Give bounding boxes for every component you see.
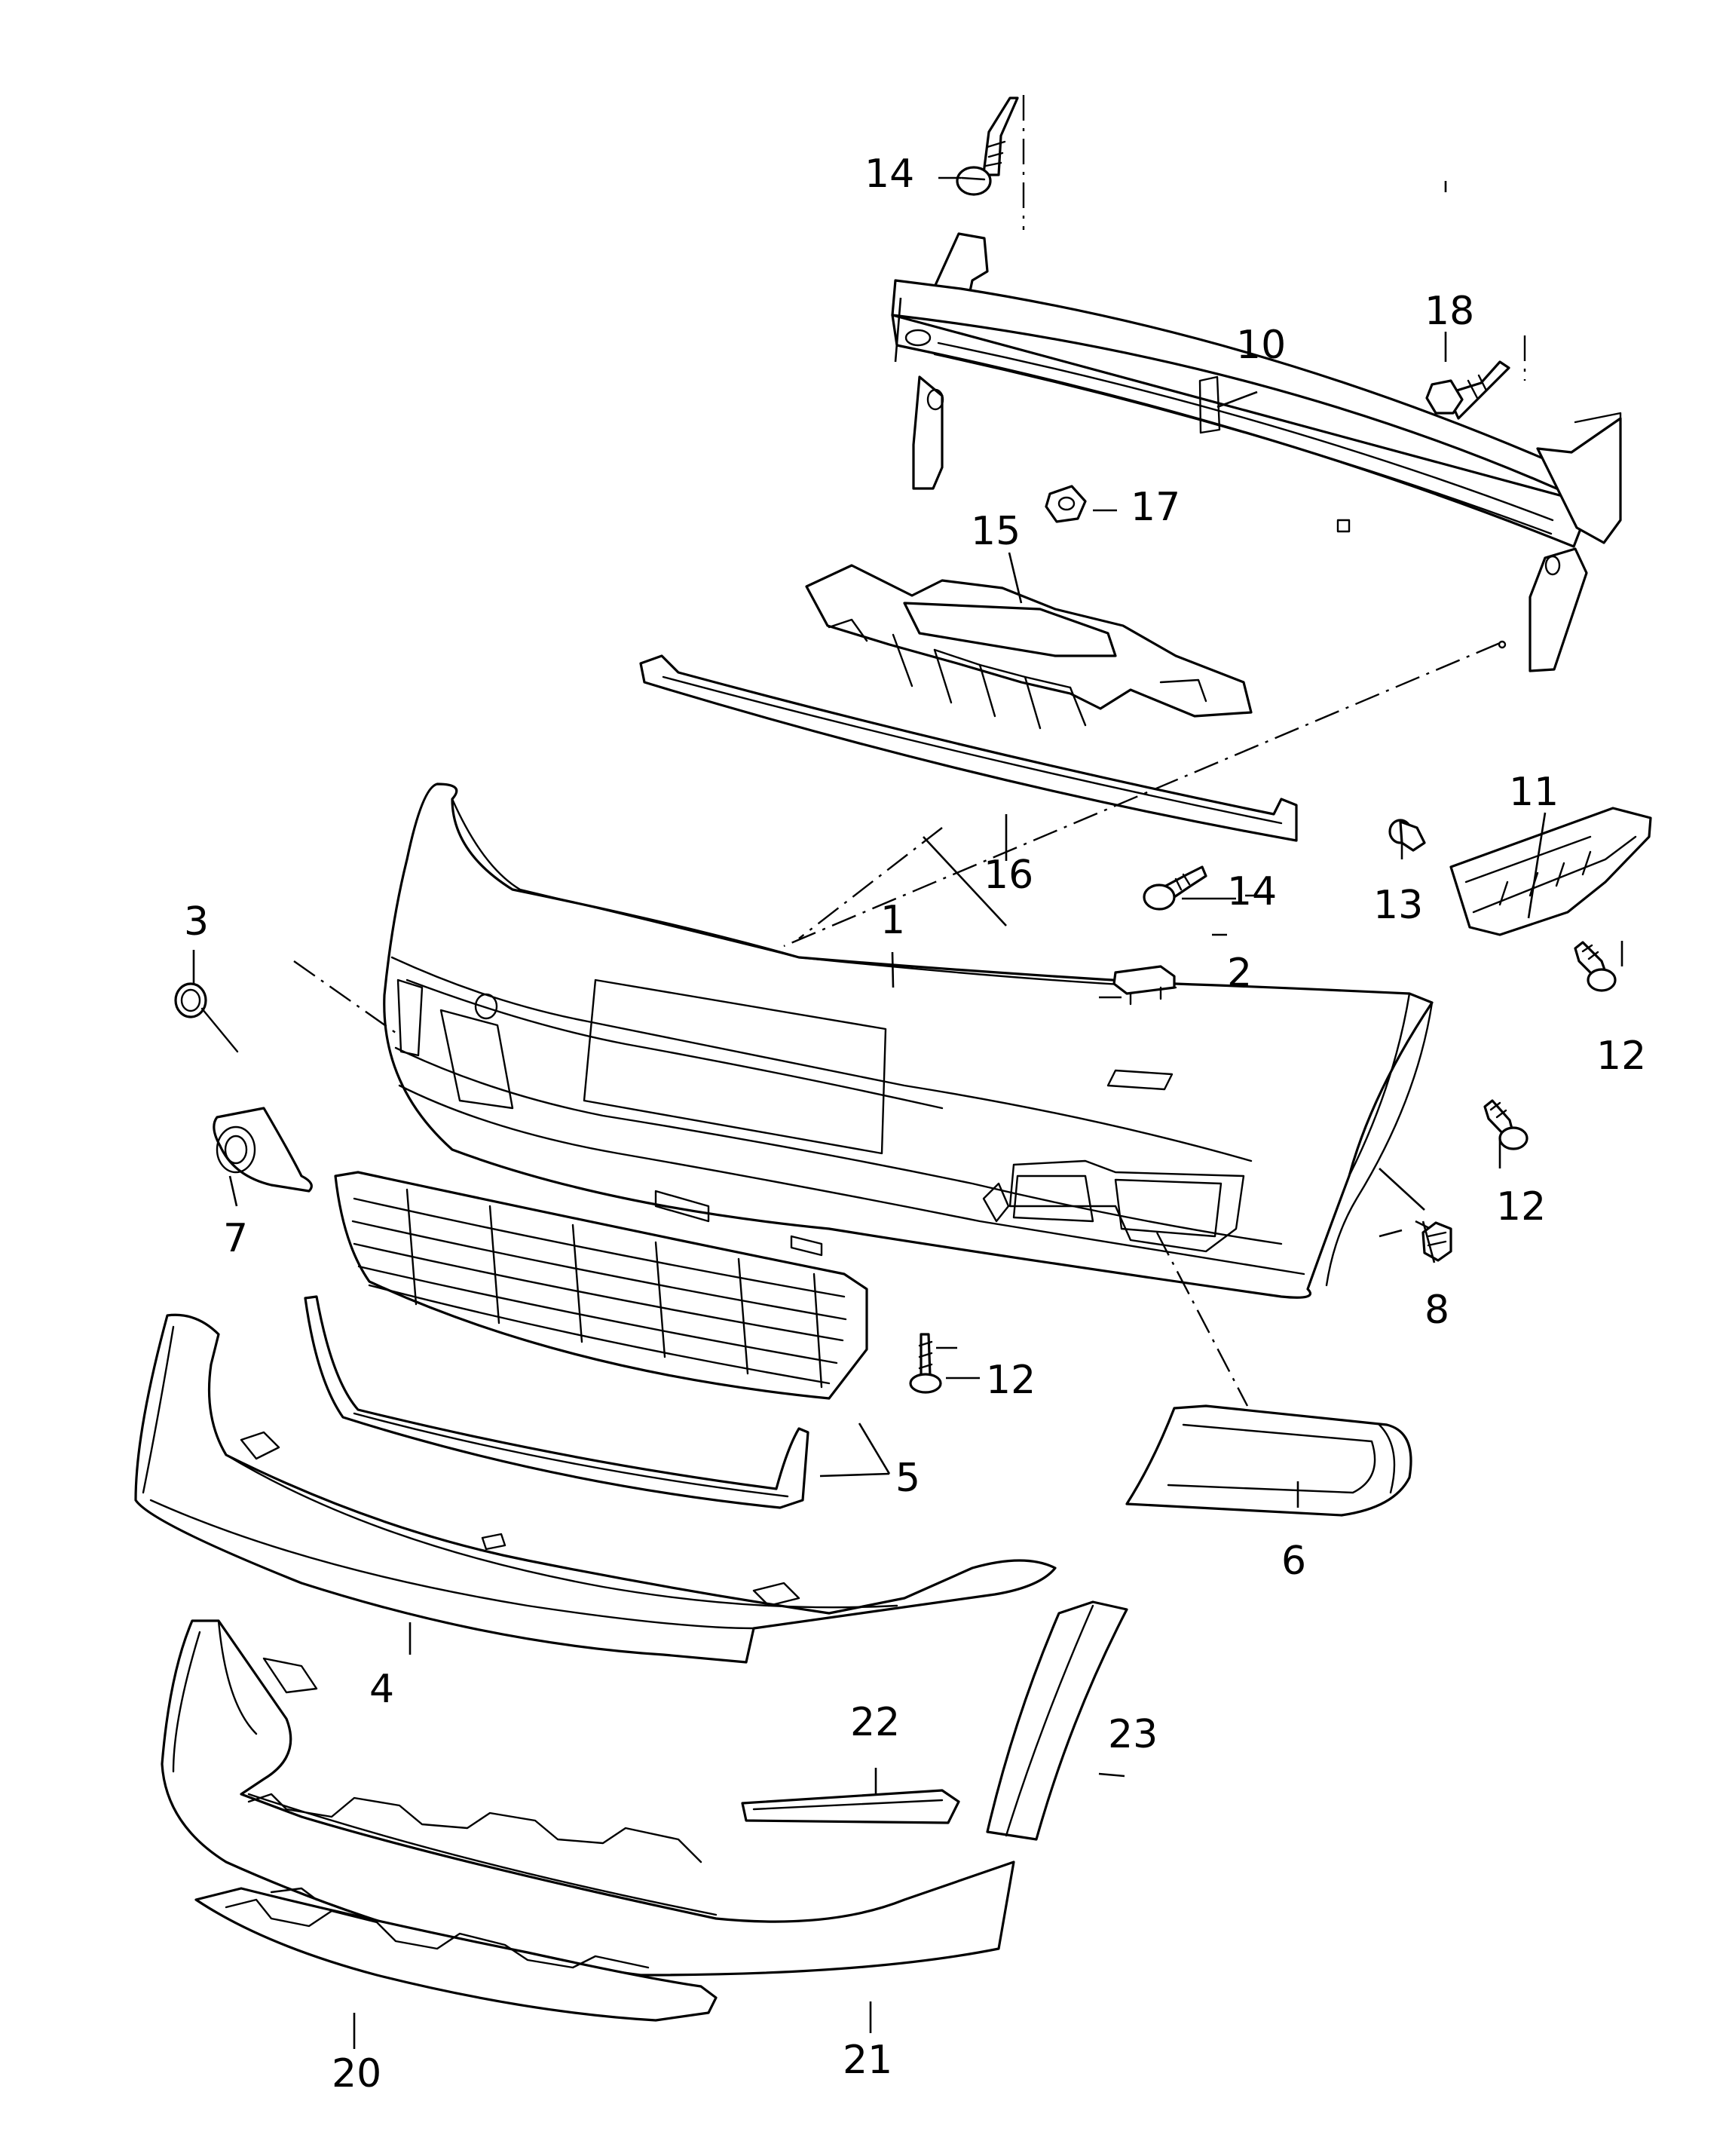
callout-23: 23 (1108, 1712, 1158, 1757)
callout-1: 1 (880, 898, 905, 943)
part-3-tow-cap (174, 982, 239, 1053)
part-15-energy-absorber (805, 564, 1253, 730)
callout-7: 7 (223, 1216, 248, 1261)
part-13-clip (1388, 819, 1426, 852)
callout-labels: 1 2 3 4 5 6 7 8 10 11 12 12 12 13 14 14 … (184, 152, 1646, 2096)
callout-14-middle: 14 (1227, 869, 1277, 914)
part-2-cap (1112, 965, 1176, 1006)
part-14-screw-middle (1143, 865, 1207, 911)
callout-2: 2 (1227, 951, 1252, 996)
callout-18: 18 (1425, 289, 1474, 334)
callout-6: 6 (1281, 1539, 1306, 1584)
callout-13: 13 (1373, 883, 1423, 928)
part-5-lower-grille (304, 1171, 868, 1509)
part-11-guide-bracket (1449, 807, 1652, 936)
callout-8: 8 (1425, 1288, 1449, 1333)
part-17-nut (1045, 485, 1087, 523)
callout-14-upper: 14 (864, 152, 914, 197)
part-12-screw-right-upper (1574, 941, 1617, 992)
callout-12-center: 12 (986, 1358, 1036, 1403)
part-8-clip (1421, 1221, 1452, 1262)
part-18-screw (1425, 360, 1510, 420)
callout-10: 10 (1236, 323, 1286, 368)
part-16-carrier-strip (639, 654, 1298, 842)
part-12-screw-center (909, 1333, 942, 1394)
part-21-lower-valance (161, 1619, 1015, 1977)
leader-lines (192, 176, 1623, 2049)
part-4-spoiler (134, 1313, 1057, 1664)
callout-15: 15 (971, 509, 1021, 554)
callout-3: 3 (184, 899, 209, 945)
callout-20: 20 (332, 2051, 381, 2096)
callout-12-right-middle: 12 (1496, 1184, 1546, 1230)
part-22-strip (741, 1789, 960, 1824)
part-7-left-trim (213, 1107, 313, 1193)
part-23-side-strip (986, 1600, 1128, 1841)
callout-17: 17 (1131, 485, 1180, 530)
callout-22: 22 (850, 1700, 900, 1745)
part-6-right-trim (1125, 1404, 1412, 1517)
part-14-screw-upper (956, 96, 1019, 196)
assembly-axes (293, 95, 1526, 1407)
part-1-bumper-cover (383, 782, 1434, 1299)
callout-12-right-upper: 12 (1596, 1034, 1646, 1079)
part-10-reinforcement-bar (891, 232, 1622, 672)
callout-4: 4 (369, 1667, 394, 1712)
callout-11: 11 (1509, 770, 1559, 815)
callout-16: 16 (984, 853, 1033, 898)
callout-5: 5 (895, 1456, 920, 1501)
callout-21: 21 (843, 2038, 892, 2083)
part-12-screw-right-middle (1483, 1099, 1529, 1150)
part-20-lower-guard (194, 1887, 718, 2022)
